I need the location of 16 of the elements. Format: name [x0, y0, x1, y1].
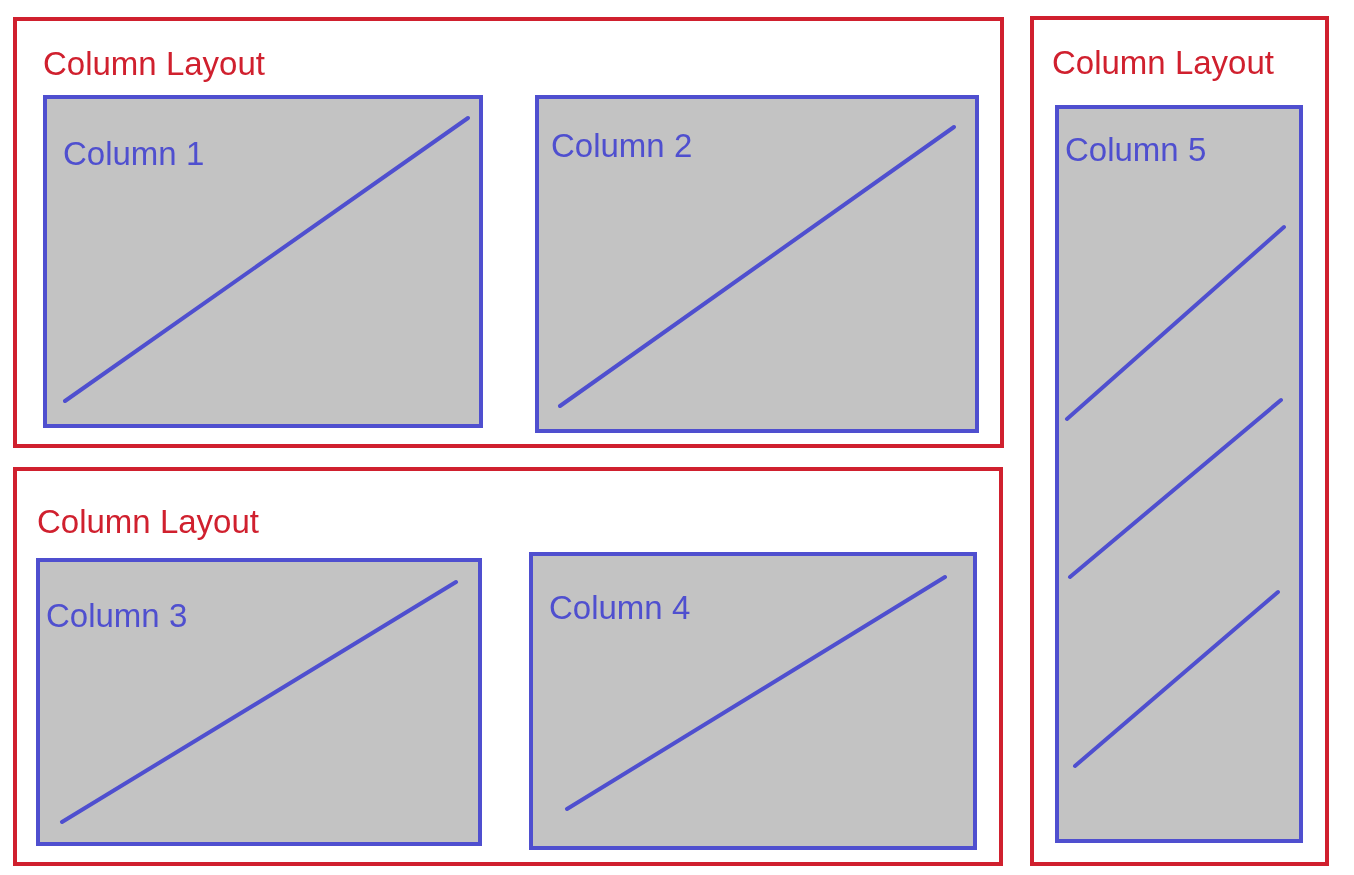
layout-container: [1030, 16, 1329, 866]
column-label: Column 1: [63, 137, 205, 170]
column-panel: [535, 95, 979, 433]
column-panel: [36, 558, 482, 846]
column-panel: [43, 95, 483, 428]
column-panel: [529, 552, 977, 850]
column-label: Column 3: [46, 599, 188, 632]
column-label: Column 2: [551, 129, 693, 162]
layout-container: [13, 17, 1004, 448]
column-label: Column 4: [549, 591, 691, 624]
container-title: Column Layout: [37, 505, 259, 538]
column-label: Column 5: [1065, 133, 1207, 166]
column-panel: [1055, 105, 1303, 843]
container-title: Column Layout: [43, 47, 265, 80]
layout-container: [13, 467, 1003, 866]
container-title: Column Layout: [1052, 46, 1274, 79]
